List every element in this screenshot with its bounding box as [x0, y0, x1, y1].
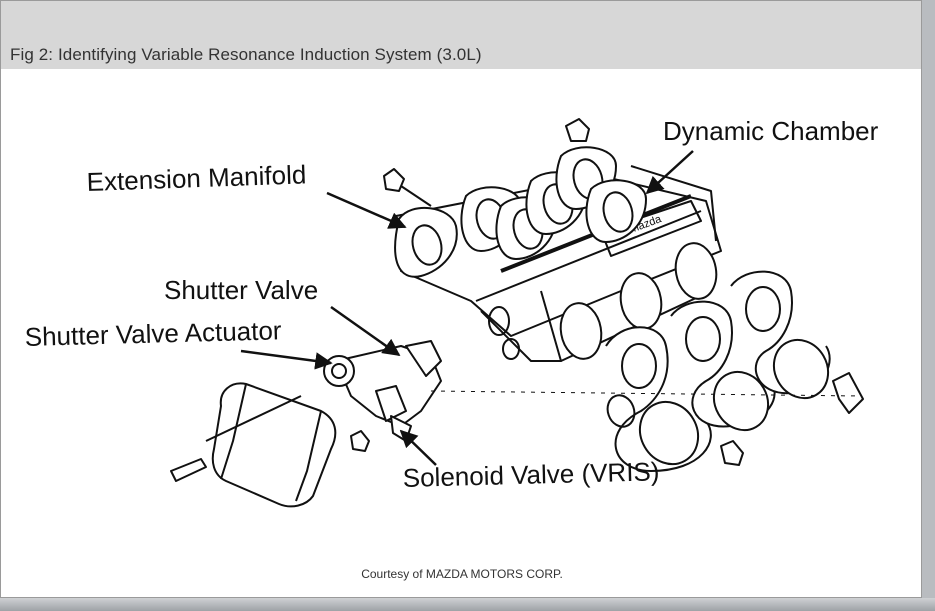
intake-diagram: mazda [24, 116, 879, 508]
actuator-canister [205, 382, 337, 508]
label-dynamic-chamber: Dynamic Chamber [663, 116, 879, 146]
label-solenoid-valve: Solenoid Valve (VRIS) [402, 456, 659, 493]
manifold-flanges [394, 146, 647, 278]
chamber-ports [488, 242, 718, 360]
page-bottom-strip [0, 598, 935, 611]
label-extension-manifold: Extension Manifold [86, 159, 307, 197]
caption-bar: Fig 2: Identifying Variable Resonance In… [1, 1, 921, 69]
label-shutter-valve: Shutter Valve [164, 275, 318, 305]
intake-elbows [605, 270, 831, 472]
shutter-valve-assembly [323, 340, 442, 442]
fasteners [170, 118, 864, 482]
figure-caption: Fig 2: Identifying Variable Resonance In… [10, 45, 482, 64]
image-credit: Courtesy of MAZDA MOTORS CORP. [361, 567, 563, 581]
label-shutter-valve-actuator: Shutter Valve Actuator [24, 315, 282, 352]
figure-frame: Fig 2: Identifying Variable Resonance In… [0, 0, 922, 598]
